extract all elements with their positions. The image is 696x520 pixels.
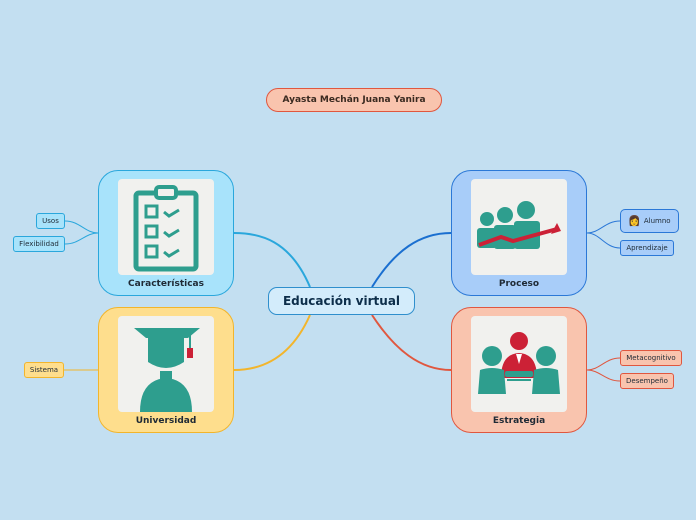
branch-universidad[interactable]: Universidad — [98, 307, 234, 433]
leaf-label: Alumno — [643, 217, 671, 225]
branch-label-proceso: Proceso — [498, 279, 540, 289]
central-topic[interactable]: Educación virtual — [268, 287, 415, 315]
author-label: Ayasta Mechán Juana Yanira — [282, 95, 426, 105]
author-node[interactable]: Ayasta Mechán Juana Yanira — [266, 88, 442, 112]
link-center-universidad — [233, 314, 311, 371]
student-emoji-icon: 👩 — [628, 215, 641, 227]
leaf-label: Metacognitivo — [626, 354, 676, 362]
branch-estrategia[interactable]: Estrategia — [451, 307, 587, 433]
link-flexibilidad — [64, 232, 99, 245]
central-topic-label: Educación virtual — [282, 294, 401, 308]
leaf-label: Aprendizaje — [626, 244, 668, 252]
link-desempeno — [586, 369, 621, 382]
link-center-proceso — [371, 232, 452, 288]
branch-label-estrategia: Estrategia — [492, 416, 546, 426]
leaf-alumno[interactable]: 👩Alumno — [620, 209, 679, 233]
branch-proceso[interactable]: Proceso — [451, 170, 587, 296]
branch-label-caracteristicas: Características — [128, 279, 204, 289]
branch-label-universidad: Universidad — [135, 416, 197, 426]
leaf-label: Flexibilidad — [19, 240, 59, 248]
link-aprendizaje — [586, 232, 621, 249]
link-center-caracteristicas — [233, 232, 311, 288]
business-meeting-icon — [471, 316, 567, 412]
leaf-usos[interactable]: Usos — [36, 213, 65, 229]
leaf-sistema[interactable]: Sistema — [24, 362, 64, 378]
leaf-metacognitivo[interactable]: Metacognitivo — [620, 350, 682, 366]
graduate-icon — [118, 316, 214, 412]
team-growth-icon — [471, 179, 567, 275]
branch-caracteristicas[interactable]: Características — [98, 170, 234, 296]
link-alumno — [586, 220, 621, 234]
leaf-label: Sistema — [29, 366, 59, 374]
leaf-label: Usos — [42, 217, 59, 225]
link-usos — [64, 220, 99, 234]
leaf-flexibilidad[interactable]: Flexibilidad — [13, 236, 65, 252]
clipboard-checklist-icon — [118, 179, 214, 275]
link-metacognitivo — [586, 357, 621, 371]
leaf-aprendizaje[interactable]: Aprendizaje — [620, 240, 674, 256]
leaf-label: Desempeño — [626, 377, 668, 385]
leaf-desempeno[interactable]: Desempeño — [620, 373, 674, 389]
link-center-estrategia — [371, 314, 452, 371]
